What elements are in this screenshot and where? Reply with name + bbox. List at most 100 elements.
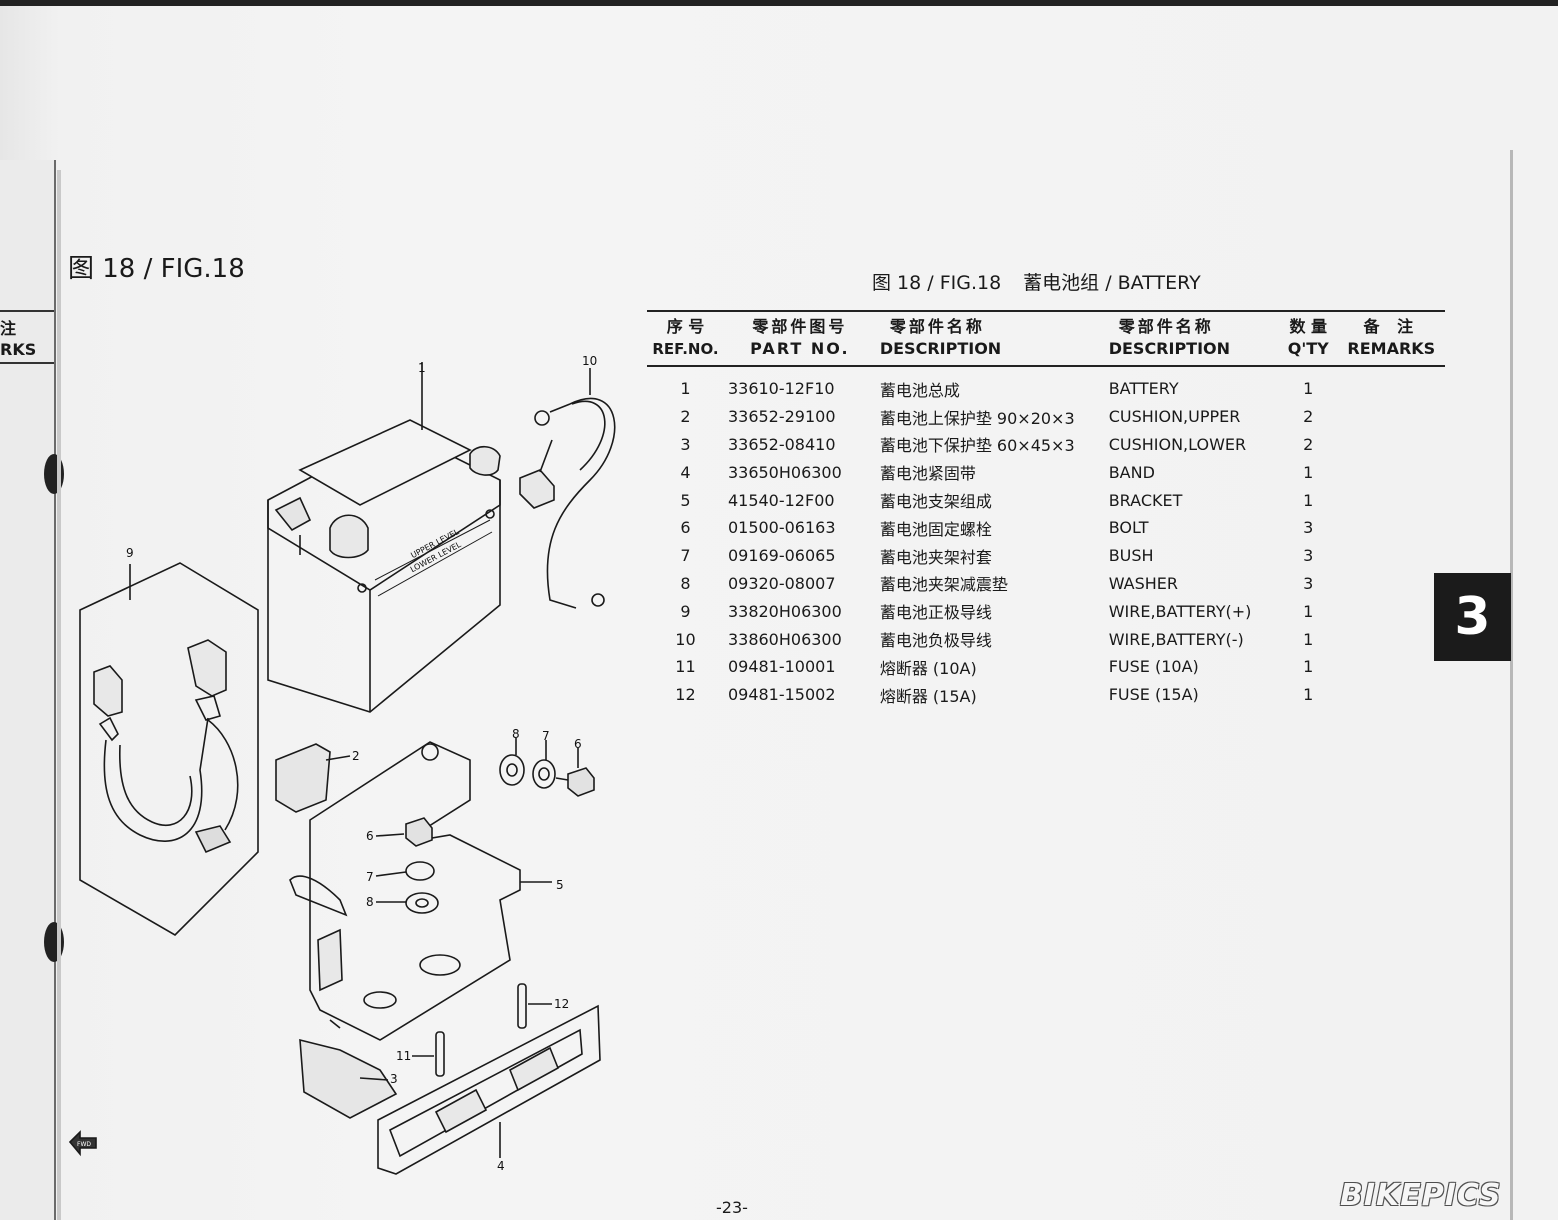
callout-8-right: 8 (512, 727, 520, 741)
part-8-washers (376, 738, 525, 914)
cell-desc-en: BAND (1108, 462, 1155, 482)
cell-qty: 1 (1303, 462, 1314, 482)
cell-part-no: 01500-06163 (727, 518, 836, 538)
cell-ref: 8 (680, 573, 691, 593)
cell-desc-cn: 蓄电池正极导线 (879, 603, 992, 623)
callout-5: 5 (556, 878, 564, 892)
cell-qty: 1 (1303, 601, 1314, 621)
cell-part-no: 33820H06300 (727, 601, 842, 621)
callout-9: 9 (126, 546, 134, 560)
cell-desc-cn: 蓄电池夹架衬套 (879, 547, 992, 567)
callout-7-right: 7 (542, 729, 550, 743)
cell-ref: 1 (680, 379, 691, 399)
cell-qty: 3 (1303, 518, 1314, 538)
cell-ref: 4 (680, 462, 691, 482)
callout-7-left: 7 (366, 870, 374, 884)
header-part: 零部件图号 PART NO. (724, 311, 876, 366)
figure-title: 图 18 / FIG.18 (68, 254, 245, 284)
header-desc-en: 零部件名称 DESCRIPTION (1105, 311, 1279, 366)
callout-6-right: 6 (574, 737, 582, 751)
cell-remarks (1338, 653, 1445, 681)
cell-ref: 2 (680, 407, 691, 427)
cell-part-no: 09169-06065 (727, 546, 836, 566)
cell-ref: 9 (680, 601, 691, 621)
parts-table-header: 序 号 REF.NO. 零部件图号 PART NO. 零部件名称 DESCRIP… (647, 311, 1445, 366)
cell-desc-cn: 蓄电池紧固带 (879, 464, 976, 484)
part-12-fuse-15a (517, 983, 552, 1029)
part-1-battery (267, 362, 501, 713)
cell-desc-cn: 熔断器 (15A) (879, 686, 977, 706)
header-qty-en: Q'TY (1287, 339, 1329, 358)
cell-ref: 11 (675, 657, 696, 677)
part-10-negative-wire (519, 368, 616, 609)
table-title-fig: 图 18 / FIG.18 (872, 272, 1002, 294)
cell-desc-cn: 蓄电池夹架减震垫 (879, 575, 1008, 595)
cell-ref: 7 (680, 546, 691, 566)
cell-desc-cn: 熔断器 (10A) (879, 658, 977, 678)
left-page-rule-top (0, 310, 54, 312)
part-4-band (377, 1004, 601, 1175)
cell-desc-cn: 蓄电池固定螺栓 (879, 519, 992, 539)
fwd-arrow-icon (68, 1130, 97, 1157)
cell-remarks (1338, 625, 1445, 653)
parts-table: 序 号 REF.NO. 零部件图号 PART NO. 零部件名称 DESCRIP… (647, 310, 1445, 709)
part-7-bushes (375, 740, 556, 881)
fwd-label: FWD (77, 1141, 91, 1148)
cell-part-no: 41540-12F00 (727, 490, 835, 510)
cell-desc-cn: 蓄电池上保护垫 90×20×3 (879, 408, 1075, 428)
cell-desc-cn: 蓄电池支架组成 (879, 492, 992, 512)
cell-desc-cn: 蓄电池下保护垫 60×45×3 (879, 436, 1075, 456)
table-row: 9 33820H06300 蓄电池正极导线 WIRE,BATTERY(+) 1 (647, 597, 1445, 625)
cell-part-no: 33860H06300 (727, 629, 842, 649)
table-title: 图 18 / FIG.18 蓄电池组 / BATTERY (872, 268, 1201, 295)
cell-remarks (1338, 514, 1445, 542)
exploded-parts-diagram: UPPER LEVEL LOWER LEVEL (68, 354, 616, 1175)
cell-remarks (1338, 542, 1445, 570)
cell-desc-en: WIRE,BATTERY(+) (1108, 601, 1252, 621)
left-page-sliver: 注 RKS (0, 160, 56, 1220)
top-rule (0, 0, 1558, 6)
left-page-header-en: RKS (0, 340, 37, 359)
cell-desc-en: CUSHION,UPPER (1108, 407, 1241, 427)
callout-labels: 1 2 3 4 5 6 6 7 7 8 8 9 10 11 12 FWD (77, 354, 597, 1173)
cell-qty: 1 (1303, 657, 1314, 677)
header-ref-cn: 序 号 (666, 317, 705, 336)
left-page-rule-bottom (0, 362, 54, 364)
cell-desc-cn: 蓄电池总成 (879, 380, 960, 400)
callout-12: 12 (554, 997, 569, 1011)
cell-qty: 1 (1303, 685, 1314, 705)
part-6-bolts (375, 748, 595, 847)
cell-part-no: 33650H06300 (727, 462, 842, 482)
cell-ref: 12 (675, 685, 696, 705)
part-2-cushion-upper (275, 743, 351, 813)
cell-part-no: 09320-08007 (727, 573, 836, 593)
part-9-positive-wire (79, 562, 259, 937)
cell-remarks (1338, 458, 1445, 486)
header-remarks: 备 注 REMARKS (1338, 311, 1445, 366)
header-remarks-en: REMARKS (1347, 339, 1436, 358)
header-part-en: PART NO. (750, 339, 850, 358)
cell-qty: 2 (1303, 434, 1314, 454)
table-row: 4 33650H06300 蓄电池紧固带 BAND 1 (647, 458, 1445, 486)
cell-ref: 10 (675, 629, 696, 649)
callout-2: 2 (352, 749, 360, 763)
part-3-cushion-lower (299, 1038, 398, 1119)
cell-remarks (1338, 375, 1445, 403)
cell-desc-cn: 蓄电池负极导线 (879, 631, 992, 651)
watermark-logo: BIKEPICS (1340, 1178, 1502, 1213)
cell-remarks (1338, 403, 1445, 431)
cell-desc-en: BUSH (1108, 546, 1154, 566)
cell-ref: 5 (680, 490, 691, 510)
cell-part-no: 09481-15002 (727, 685, 836, 705)
header-desc-en-cn: 零部件名称 (1118, 317, 1214, 336)
table-title-name: 蓄电池组 / BATTERY (1023, 272, 1201, 294)
cell-qty: 1 (1303, 490, 1314, 510)
cell-remarks (1338, 681, 1445, 709)
header-qty-cn: 数 量 (1289, 317, 1328, 336)
